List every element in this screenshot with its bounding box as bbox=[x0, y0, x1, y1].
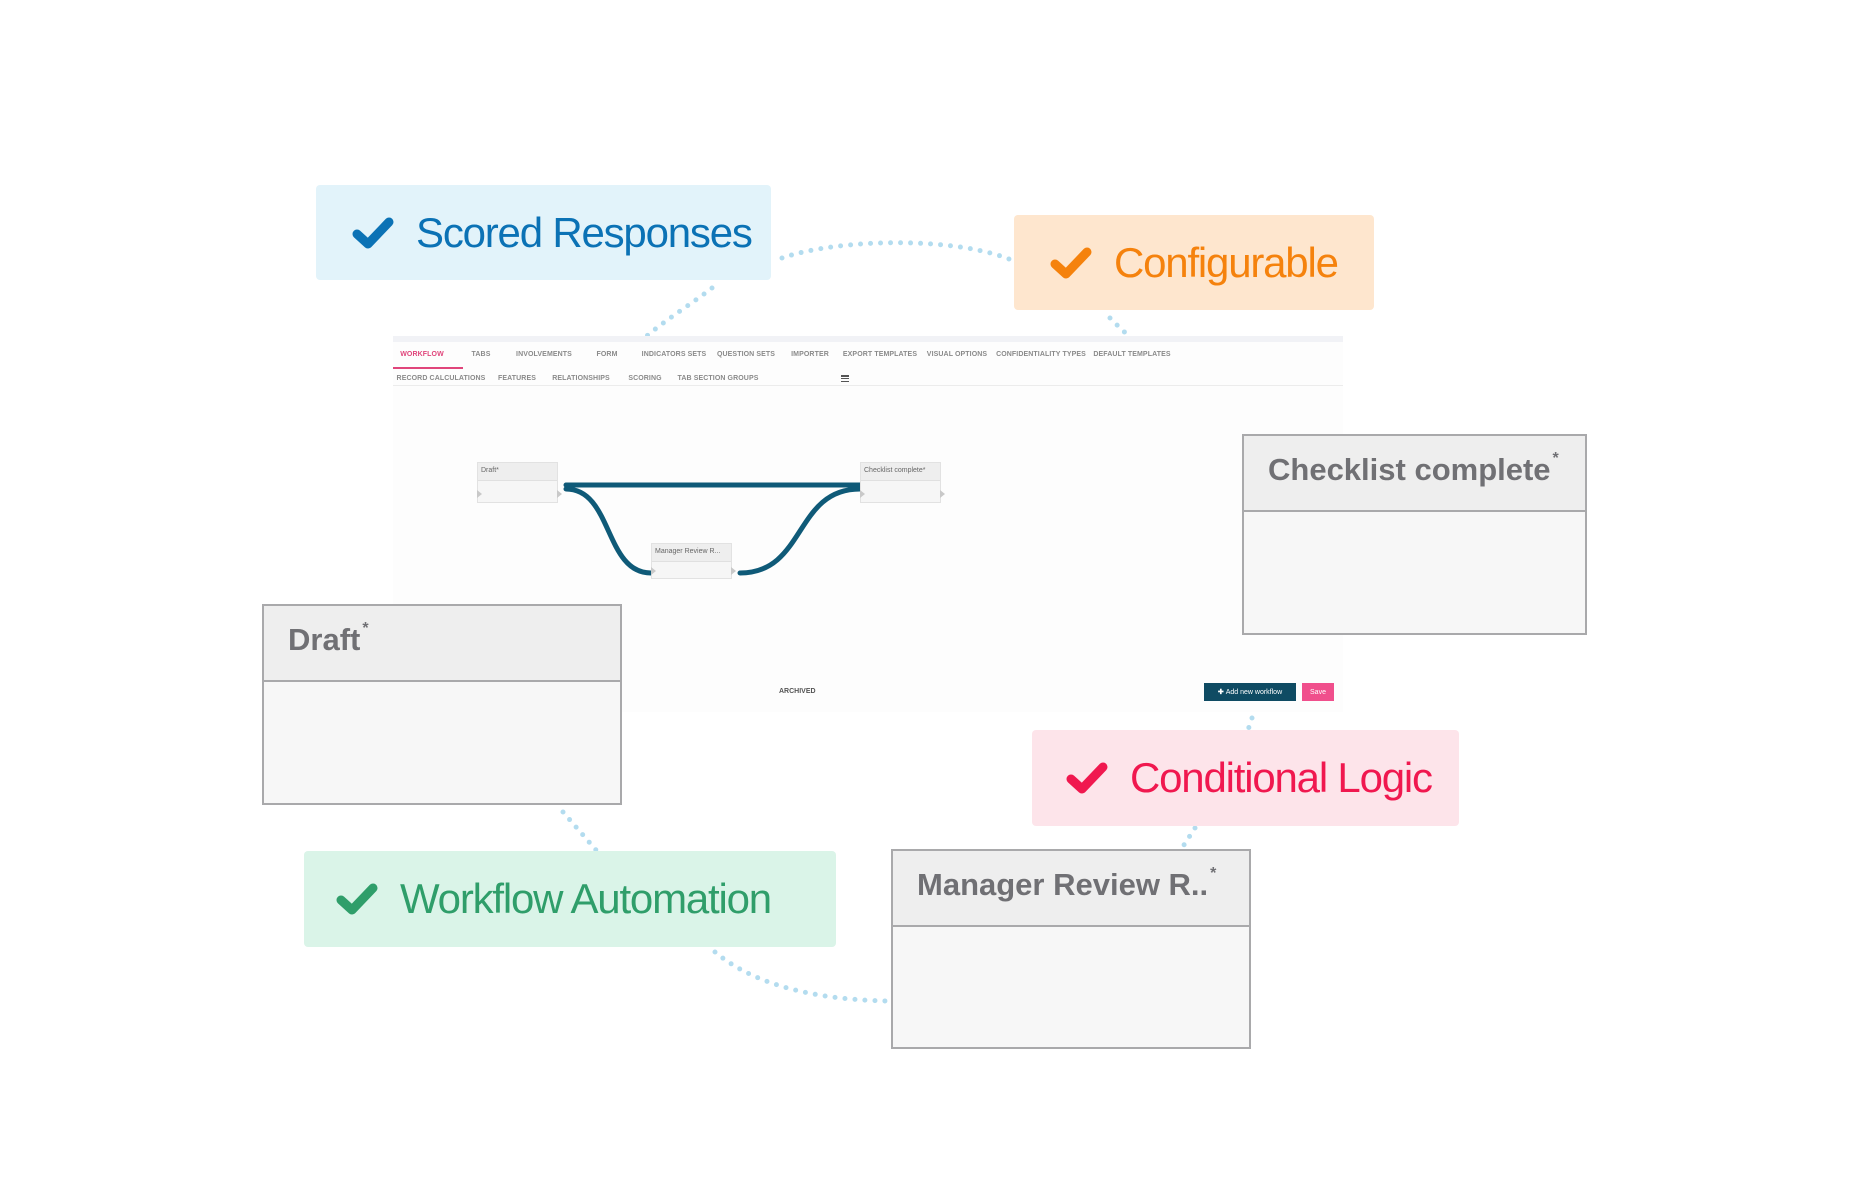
tab-scoring[interactable]: SCORING bbox=[628, 375, 662, 382]
tab-divider bbox=[393, 385, 1343, 386]
checkmark-icon bbox=[336, 883, 378, 915]
callout-workflow-automation: Workflow Automation bbox=[304, 851, 836, 947]
state-box-draft: Draft* bbox=[262, 604, 622, 805]
tab-tabs[interactable]: TABS bbox=[471, 351, 491, 358]
callout-configurable: Configurable bbox=[1014, 215, 1374, 310]
workflow-diagram bbox=[563, 482, 863, 576]
workflow-node-checklist-title: Checklist complete* bbox=[861, 463, 940, 481]
workflow-node-draft-title: Draft* bbox=[478, 463, 557, 481]
workflow-node-checklist-complete[interactable]: Checklist complete* bbox=[860, 462, 945, 503]
callout-label: Workflow Automation bbox=[400, 875, 772, 922]
tab-form[interactable]: FORM bbox=[596, 351, 618, 358]
output-port-icon bbox=[731, 567, 736, 575]
tab-involvements[interactable]: INVOLVEMENTS bbox=[516, 351, 572, 358]
archived-label: ARCHIVED bbox=[779, 688, 816, 695]
input-port-icon bbox=[860, 490, 865, 498]
state-box-title: Draft bbox=[288, 622, 361, 657]
workflow-node-draft[interactable]: Draft* bbox=[477, 462, 562, 503]
dotted-connector-conditional-manager bbox=[1179, 825, 1198, 851]
state-box-manager-review: Manager Review R..* bbox=[891, 849, 1251, 1049]
tab-export-templates[interactable]: EXPORT TEMPLATES bbox=[842, 351, 918, 358]
state-box-checklist-complete: Checklist complete* bbox=[1242, 434, 1587, 635]
callout-label: Conditional Logic bbox=[1130, 754, 1433, 801]
state-box-title: Checklist complete bbox=[1268, 452, 1551, 487]
checkmark-icon bbox=[1066, 762, 1108, 794]
state-box-header: Manager Review R..* bbox=[893, 851, 1249, 927]
transition-draft-to-manager[interactable] bbox=[563, 486, 654, 576]
callout-conditional-logic: Conditional Logic bbox=[1032, 730, 1459, 826]
dotted-connector-automation-manager bbox=[712, 949, 891, 1004]
tab-visual-options[interactable]: VISUAL OPTIONS bbox=[926, 351, 988, 358]
tab-default-templates[interactable]: DEFAULT TEMPLATES bbox=[1093, 351, 1171, 358]
required-asterisk: * bbox=[1552, 450, 1559, 467]
callout-label: Scored Responses bbox=[416, 208, 753, 256]
save-button[interactable]: Save bbox=[1302, 683, 1334, 701]
input-port-icon bbox=[477, 490, 482, 498]
tab-record-calculations[interactable]: RECORD CALCULATIONS bbox=[396, 375, 486, 382]
dotted-connector-panel-conditional bbox=[1245, 715, 1255, 733]
required-asterisk: * bbox=[1210, 865, 1217, 882]
input-port-icon bbox=[651, 567, 656, 575]
tab-indicators-sets[interactable]: INDICATORS SETS bbox=[641, 351, 707, 358]
callout-scored-responses: Scored Responses bbox=[316, 185, 771, 280]
tab-importer[interactable]: IMPORTER bbox=[791, 351, 829, 358]
required-asterisk: * bbox=[362, 620, 369, 637]
add-new-workflow-button[interactable]: ✚ Add new workflow bbox=[1204, 683, 1296, 701]
tab-relationships[interactable]: RELATIONSHIPS bbox=[552, 375, 610, 382]
dotted-connector-scored-configurable bbox=[779, 240, 1019, 265]
callout-label: Configurable bbox=[1114, 238, 1339, 286]
active-tab-underline bbox=[393, 367, 463, 369]
tab-tab-section-groups[interactable]: TAB SECTION GROUPS bbox=[677, 375, 759, 382]
tab-confidentiality-types[interactable]: CONFIDENTIALITY TYPES bbox=[996, 351, 1086, 358]
dotted-connector-scored-panel bbox=[639, 285, 715, 343]
dotted-connector-draft-automation bbox=[560, 809, 599, 853]
output-port-icon bbox=[557, 490, 562, 498]
state-box-title: Manager Review R.. bbox=[917, 867, 1209, 902]
hamburger-icon[interactable] bbox=[841, 375, 849, 383]
tab-workflow[interactable]: WORKFLOW bbox=[400, 351, 444, 358]
workflow-node-manager-review[interactable]: Manager Review R... bbox=[651, 543, 736, 579]
state-box-header: Draft* bbox=[264, 606, 620, 682]
checkmark-icon bbox=[1050, 247, 1092, 278]
plus-icon: ✚ bbox=[1217, 689, 1224, 696]
tab-question-sets[interactable]: QUESTION SETS bbox=[716, 351, 776, 358]
state-box-header: Checklist complete* bbox=[1244, 436, 1585, 512]
add-new-workflow-label: Add new workflow bbox=[1225, 688, 1283, 696]
workflow-node-manager-title: Manager Review R... bbox=[652, 544, 731, 562]
checkmark-icon bbox=[352, 217, 394, 248]
transition-manager-to-checklist[interactable] bbox=[737, 486, 863, 576]
output-port-icon bbox=[940, 490, 945, 498]
tab-features[interactable]: FEATURES bbox=[497, 375, 537, 382]
